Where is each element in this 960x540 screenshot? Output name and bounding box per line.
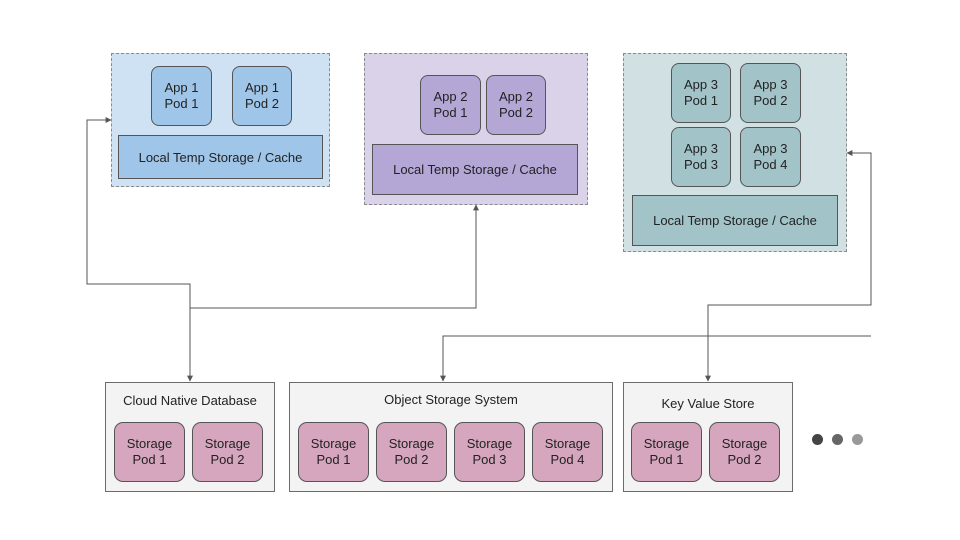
app2-pod-2: App 2 Pod 2 — [486, 75, 546, 135]
ellipsis-dot-3 — [852, 434, 863, 445]
app1-pod-2: App 1 Pod 2 — [232, 66, 292, 126]
app3-pod-1: App 3 Pod 1 — [671, 63, 731, 123]
object-storage-pod-1: Storage Pod 1 — [298, 422, 369, 482]
database-title: Cloud Native Database — [123, 393, 257, 408]
kv-store-title: Key Value Store — [661, 396, 755, 411]
database-storage-pod-2: Storage Pod 2 — [192, 422, 263, 482]
database-storage-pod-1: Storage Pod 1 — [114, 422, 185, 482]
app1-pod-1: App 1 Pod 1 — [151, 66, 212, 126]
kv-store-storage-pod-2: Storage Pod 2 — [709, 422, 780, 482]
object-storage-pod-3: Storage Pod 3 — [454, 422, 525, 482]
app3-pod-4: App 3 Pod 4 — [740, 127, 801, 187]
app3-pod-3: App 3 Pod 3 — [671, 127, 731, 187]
connector-app3-kvstore — [705, 150, 872, 382]
connector-app2-database — [190, 204, 479, 309]
object-storage-pod-2: Storage Pod 2 — [376, 422, 447, 482]
ellipsis-dot-1 — [812, 434, 823, 445]
app2-local-cache: Local Temp Storage / Cache — [372, 144, 578, 195]
connector-app3-objectstorage — [440, 335, 871, 382]
kv-store-storage-pod-1: Storage Pod 1 — [631, 422, 702, 482]
app2-pod-1: App 2 Pod 1 — [420, 75, 481, 135]
app3-local-cache: Local Temp Storage / Cache — [632, 195, 838, 246]
app3-pod-2: App 3 Pod 2 — [740, 63, 801, 123]
ellipsis-dot-2 — [832, 434, 843, 445]
app1-local-cache: Local Temp Storage / Cache — [118, 135, 323, 179]
object-storage-title: Object Storage System — [384, 392, 518, 407]
connector-app1-database — [86, 117, 193, 382]
object-storage-pod-4: Storage Pod 4 — [532, 422, 603, 482]
